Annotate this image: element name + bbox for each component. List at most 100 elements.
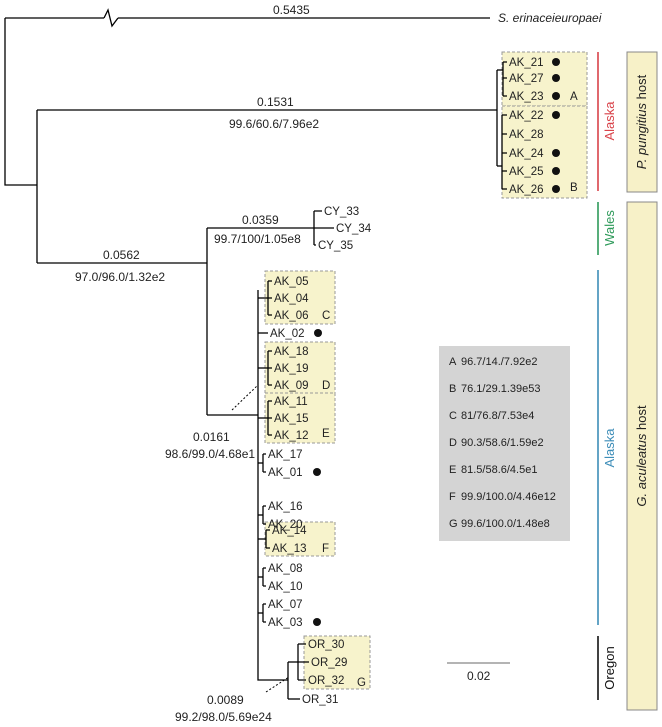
clade-box-B xyxy=(501,105,588,199)
outgroup-name: S. erinaceieuropaei xyxy=(498,11,602,25)
outgroup-branch-length: 0.5435 xyxy=(273,3,310,17)
tip-labels: AK_21 AK_27 AK_23 AK_22 AK_28 AK_24 AK_2… xyxy=(268,57,544,706)
region-label-wales: Wales xyxy=(602,210,617,246)
support-legend: A 96.7/14./7.92e2 B 76.1/29.1.39e53 C 81… xyxy=(449,356,556,530)
tip-label: OR_30 xyxy=(308,639,344,651)
region-label-oregon: Oregon xyxy=(602,646,617,689)
tip-label: AK_02 xyxy=(270,328,305,340)
oregon-node-support: 99.2/98.0/5.69e24 xyxy=(175,710,272,724)
tip-label: CY_33 xyxy=(324,206,359,218)
marker-dot xyxy=(314,329,322,337)
legend-key: D xyxy=(449,437,457,449)
clade-box-C xyxy=(264,270,336,325)
legend-key: G xyxy=(449,518,458,530)
legend-value: 81/76.8/7.53e4 xyxy=(461,410,534,422)
callout-line-oregon xyxy=(265,676,290,693)
clade-letter-F: F xyxy=(322,543,329,555)
tip-label: OR_29 xyxy=(311,657,347,669)
legend-key: A xyxy=(449,356,457,368)
marker-dot xyxy=(552,58,560,66)
clade-letter-A: A xyxy=(570,91,578,103)
tip-label: AK_26 xyxy=(509,184,544,196)
tip-label: AK_25 xyxy=(509,166,544,178)
host-suffix-pungitius: host xyxy=(634,74,649,103)
tip-label: AK_22 xyxy=(509,110,544,122)
legend-key: F xyxy=(449,491,456,503)
tip-label: AK_28 xyxy=(509,129,544,141)
host-label-pungitius: P. pungitius host xyxy=(634,74,649,169)
tip-label: AK_19 xyxy=(274,363,309,375)
tip-label: AK_07 xyxy=(268,599,303,611)
clade-letter-D: D xyxy=(322,380,330,392)
clade-letter-C: C xyxy=(322,310,330,322)
pungitius-branch-length: 0.1531 xyxy=(257,95,294,109)
legend-value: 96.7/14./7.92e2 xyxy=(461,356,537,368)
aculeatus-support: 97.0/96.0/1.32e2 xyxy=(75,270,165,284)
host-suffix-aculeatus: host xyxy=(634,405,649,434)
tip-label: OR_31 xyxy=(302,694,338,706)
callout-line-alaska xyxy=(231,384,259,411)
aculeatus-branch-length: 0.0562 xyxy=(103,248,140,262)
tip-label: AK_08 xyxy=(268,563,303,575)
clade-letter-E: E xyxy=(322,428,330,440)
pungitius-support: 99.6/60.6/7.96e2 xyxy=(229,117,319,131)
alaska-node-support: 98.6/99.0/4.68e1 xyxy=(165,447,255,461)
tip-markers xyxy=(313,58,560,626)
host-species-pungitius: P. pungitius xyxy=(634,102,649,169)
tip-label: AK_05 xyxy=(274,276,309,288)
marker-dot xyxy=(313,468,321,476)
region-label-alaska-top: Alaska xyxy=(602,101,617,141)
tip-label: AK_16 xyxy=(268,501,303,513)
tip-label: AK_21 xyxy=(509,57,544,69)
tip-label: AK_20 xyxy=(268,519,303,531)
legend-value: 76.1/29.1.39e53 xyxy=(461,383,541,395)
tip-label: AK_01 xyxy=(268,467,303,479)
legend-value: 90.3/58.6/1.59e2 xyxy=(461,437,544,449)
marker-dot xyxy=(552,111,560,119)
clade-box-G xyxy=(303,635,371,690)
clade-box-D xyxy=(264,341,336,396)
clade-letter-G: G xyxy=(357,677,366,689)
tip-label: AK_12 xyxy=(274,430,309,442)
tip-label: AK_06 xyxy=(274,310,309,322)
tip-label: AK_04 xyxy=(274,293,309,305)
tip-label: AK_11 xyxy=(274,396,308,408)
marker-dot xyxy=(552,185,560,193)
region-label-alaska-bottom: Alaska xyxy=(602,428,617,468)
tip-label: AK_09 xyxy=(274,380,309,392)
marker-dot xyxy=(552,149,560,157)
scale-bar-label: 0.02 xyxy=(467,669,491,683)
tip-label: CY_35 xyxy=(318,240,353,252)
legend-key: E xyxy=(449,464,456,476)
wales-branch-length: 0.0359 xyxy=(242,213,279,227)
tip-label: AK_24 xyxy=(509,148,544,160)
legend-value: 81.5/58.6/4.5e1 xyxy=(461,464,537,476)
tip-label: AK_03 xyxy=(268,617,303,629)
tip-label: AK_10 xyxy=(268,581,303,593)
tip-label: AK_23 xyxy=(509,91,544,103)
marker-dot xyxy=(552,167,560,175)
host-box-aculeatus xyxy=(626,201,658,711)
legend-value: 99.9/100.0/4.46e12 xyxy=(461,491,556,503)
host-box-pungitius xyxy=(626,51,658,193)
tip-label: AK_18 xyxy=(274,346,309,358)
marker-dot xyxy=(552,74,560,82)
clade-letter-B: B xyxy=(570,182,578,194)
legend-key: C xyxy=(449,410,457,422)
tree-branches xyxy=(4,8,507,700)
alaska-node-length: 0.0161 xyxy=(193,430,230,444)
legend-key: B xyxy=(449,383,456,395)
host-species-aculeatus: G. aculeatus xyxy=(634,433,649,506)
tip-label: AK_15 xyxy=(274,413,309,425)
branch-break-mark xyxy=(103,8,119,28)
tip-label: CY_34 xyxy=(336,223,372,235)
tip-label: AK_13 xyxy=(272,543,307,555)
host-label-aculeatus: G. aculeatus host xyxy=(634,405,649,507)
legend-value: 99.6/100.0/1.48e8 xyxy=(461,518,550,530)
tip-label: AK_27 xyxy=(509,73,544,85)
clade-box-A xyxy=(501,51,588,107)
marker-dot xyxy=(313,618,321,626)
clade-box-E xyxy=(264,392,336,444)
tip-label: AK_14 xyxy=(272,525,307,537)
